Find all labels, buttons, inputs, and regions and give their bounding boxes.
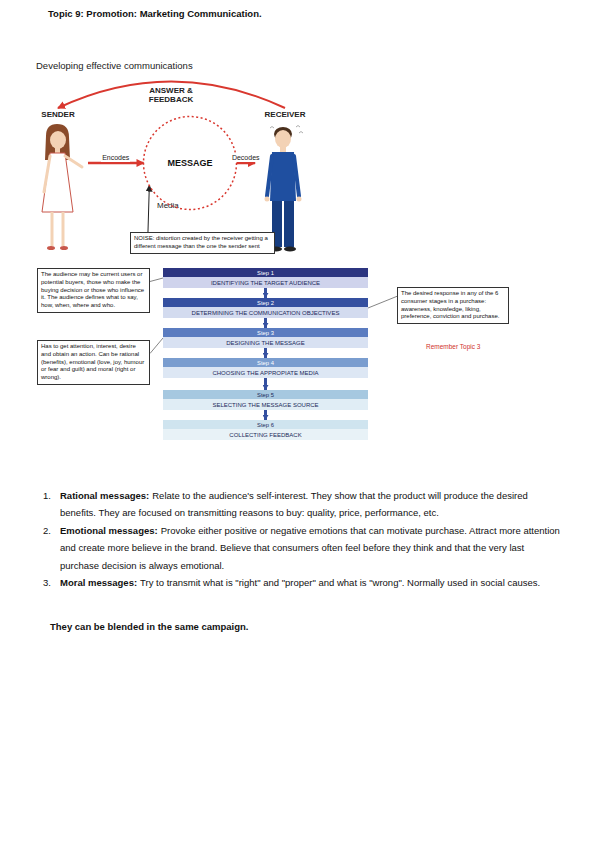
closing-note: They can be blended in the same campaign… [50, 621, 249, 632]
arrow-connector [264, 348, 267, 358]
step-band: Step 6COLLECTING FEEDBACK [163, 420, 368, 440]
step-title: CHOOSING THE APPROPIATE MEDIA [163, 367, 368, 378]
arrow-connector [264, 318, 267, 328]
sender-node: SENDER [28, 108, 88, 258]
arrow-connector [148, 186, 149, 232]
arrow-connector [264, 378, 267, 390]
message-circle: MESSAGE [142, 115, 238, 211]
step-title: DETERMINING THE COMMUNICATION OBJECTIVES [163, 307, 368, 318]
list-item: 1.Rational messages:Relate to the audien… [37, 487, 565, 522]
leader-line [150, 338, 163, 353]
noise-box: NOISE: distortion created by the receive… [130, 232, 275, 254]
leader-line [368, 296, 397, 308]
step-band: Step 1IDENTIFYING THE TARGET AUDIENCE [163, 268, 368, 288]
list-term: Emotional messages: [60, 525, 158, 536]
sender-figure [42, 124, 82, 250]
box-text: The desired response in any of the 6 con… [401, 290, 505, 321]
figure-label: RECEIVER [255, 108, 315, 119]
step-number: Step 5 [163, 390, 368, 399]
step-title: IDENTIFYING THE TARGET AUDIENCE [163, 277, 368, 288]
step-band: Step 5SELECTING THE MESSAGE SOURCE [163, 390, 368, 410]
edge-label: Encodes [101, 154, 130, 162]
box-text: NOISE: distortion created by the receive… [134, 235, 271, 251]
edge-label: ANSWER & FEEDBACK [139, 86, 203, 104]
callout-box: The audience may be current users or pot… [37, 268, 150, 313]
list-number: 3. [43, 574, 51, 591]
arrow-connector [237, 162, 256, 165]
step-title: SELECTING THE MESSAGE SOURCE [163, 399, 368, 410]
message-text: MESSAGE [167, 158, 212, 168]
list-body: Try to transmit what is "right" and "pro… [140, 577, 540, 588]
list-term: Rational messages: [60, 490, 149, 501]
arrow-connector [58, 82, 285, 109]
message-types-list: 1.Rational messages:Relate to the audien… [37, 487, 565, 592]
callout-box: The desired response in any of the 6 con… [397, 287, 509, 324]
step-band: Step 2DETERMINING THE COMMUNICATION OBJE… [163, 298, 368, 318]
box-text: The audience may be current users or pot… [41, 271, 146, 310]
leader-line [150, 278, 163, 281]
list-term: Moral messages: [60, 577, 137, 588]
list-item: 3. Moral messages:Try to transmit what is… [37, 574, 565, 591]
step-number: Step 3 [163, 328, 368, 337]
box-text: Has to get attention, interest, desire a… [41, 343, 146, 382]
dashed-circle [144, 117, 237, 210]
section-heading: Developing effective communications [36, 60, 193, 71]
media-label: Media [157, 201, 179, 210]
callout-box: Has to get attention, interest, desire a… [37, 340, 150, 385]
step-number: Step 1 [163, 268, 368, 277]
step-number: Step 6 [163, 420, 368, 429]
list-number: 1. [43, 487, 51, 504]
step-band: Step 4CHOOSING THE APPROPIATE MEDIA [163, 358, 368, 378]
page-title: Topic 9: Promotion: Marketing Communicat… [48, 8, 262, 19]
step-title: COLLECTING FEEDBACK [163, 429, 368, 440]
step-number: Step 2 [163, 298, 368, 307]
step-band: Step 3DESIGNING THE MESSAGE [163, 328, 368, 348]
edge-label: Decodes [231, 154, 261, 162]
list-number: 2. [43, 522, 51, 539]
arrow-connector [264, 288, 267, 298]
arrow-connector [264, 410, 267, 420]
list-item: 2.Emotional messages:Provoke either posi… [37, 522, 565, 574]
arrow-connector [88, 162, 144, 165]
step-number: Step 4 [163, 358, 368, 367]
step-title: DESIGNING THE MESSAGE [163, 337, 368, 348]
figure-label: SENDER [28, 108, 88, 119]
reminder-note: Remember Topic 3 [426, 343, 480, 350]
